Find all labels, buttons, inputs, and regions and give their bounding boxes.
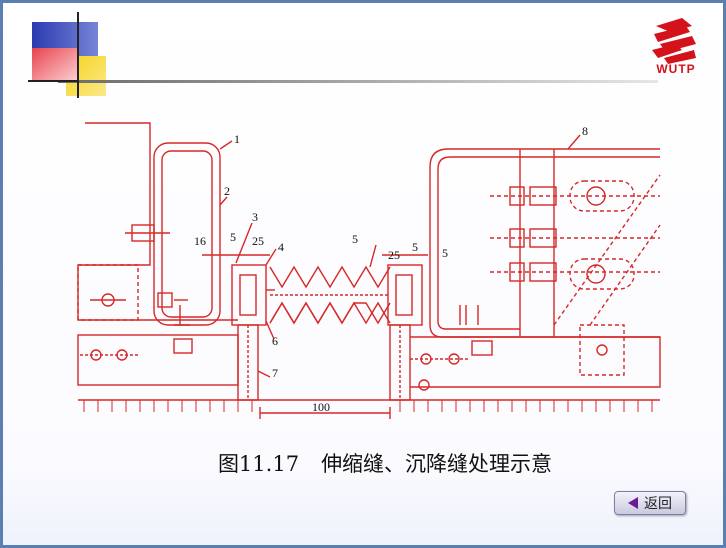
label-dim-25-left: 25 (252, 234, 264, 248)
figure-title: 伸缩缝、沉降缝处理示意 (321, 452, 553, 476)
deco-red-square (32, 48, 78, 82)
left-clamp (231, 264, 267, 326)
right-structure (519, 148, 660, 338)
label-part-2: 2 (224, 184, 230, 198)
wutp-logo-icon (652, 18, 696, 64)
left-channel-inner (161, 150, 213, 318)
label-dim-5-right: 5 (412, 240, 418, 254)
label-dim-100: 100 (312, 400, 330, 414)
logo-text: WUTP (656, 62, 696, 76)
label-part-1: 1 (234, 132, 240, 146)
back-button-label: 返回 (644, 496, 672, 512)
back-button[interactable]: 返回 (614, 491, 686, 515)
label-part-8: 8 (582, 124, 588, 138)
deco-vertical-rule (77, 12, 79, 98)
label-part-5-center: 5 (352, 232, 358, 246)
deco-cross-rule (28, 80, 78, 82)
bellows-top (269, 265, 391, 289)
left-wall-outline (77, 122, 238, 321)
figure-number: 图11.17 (217, 452, 300, 476)
label-part-5-right: 5 (442, 246, 448, 260)
right-channel (429, 148, 520, 338)
label-part-6: 6 (272, 334, 278, 348)
label-part-7: 7 (272, 366, 278, 380)
label-part-3: 3 (252, 210, 258, 224)
label-dim-16: 16 (194, 234, 206, 248)
label-part-4: 4 (278, 240, 284, 254)
figure-caption: 图11.17 伸缩缝、沉降缝处理示意 (150, 448, 620, 478)
label-dim-5-left: 5 (230, 230, 236, 244)
deco-horizontal-rule (58, 80, 658, 83)
left-triangle-icon (628, 497, 638, 509)
label-dim-25-right: 25 (388, 248, 400, 262)
left-channel-outer (153, 142, 221, 326)
expansion-joint-diagram: 1 2 3 4 5 6 7 8 16 5 25 25 5 5 100 (77, 122, 661, 419)
right-clamp (387, 264, 423, 326)
corner-decoration (28, 12, 658, 98)
